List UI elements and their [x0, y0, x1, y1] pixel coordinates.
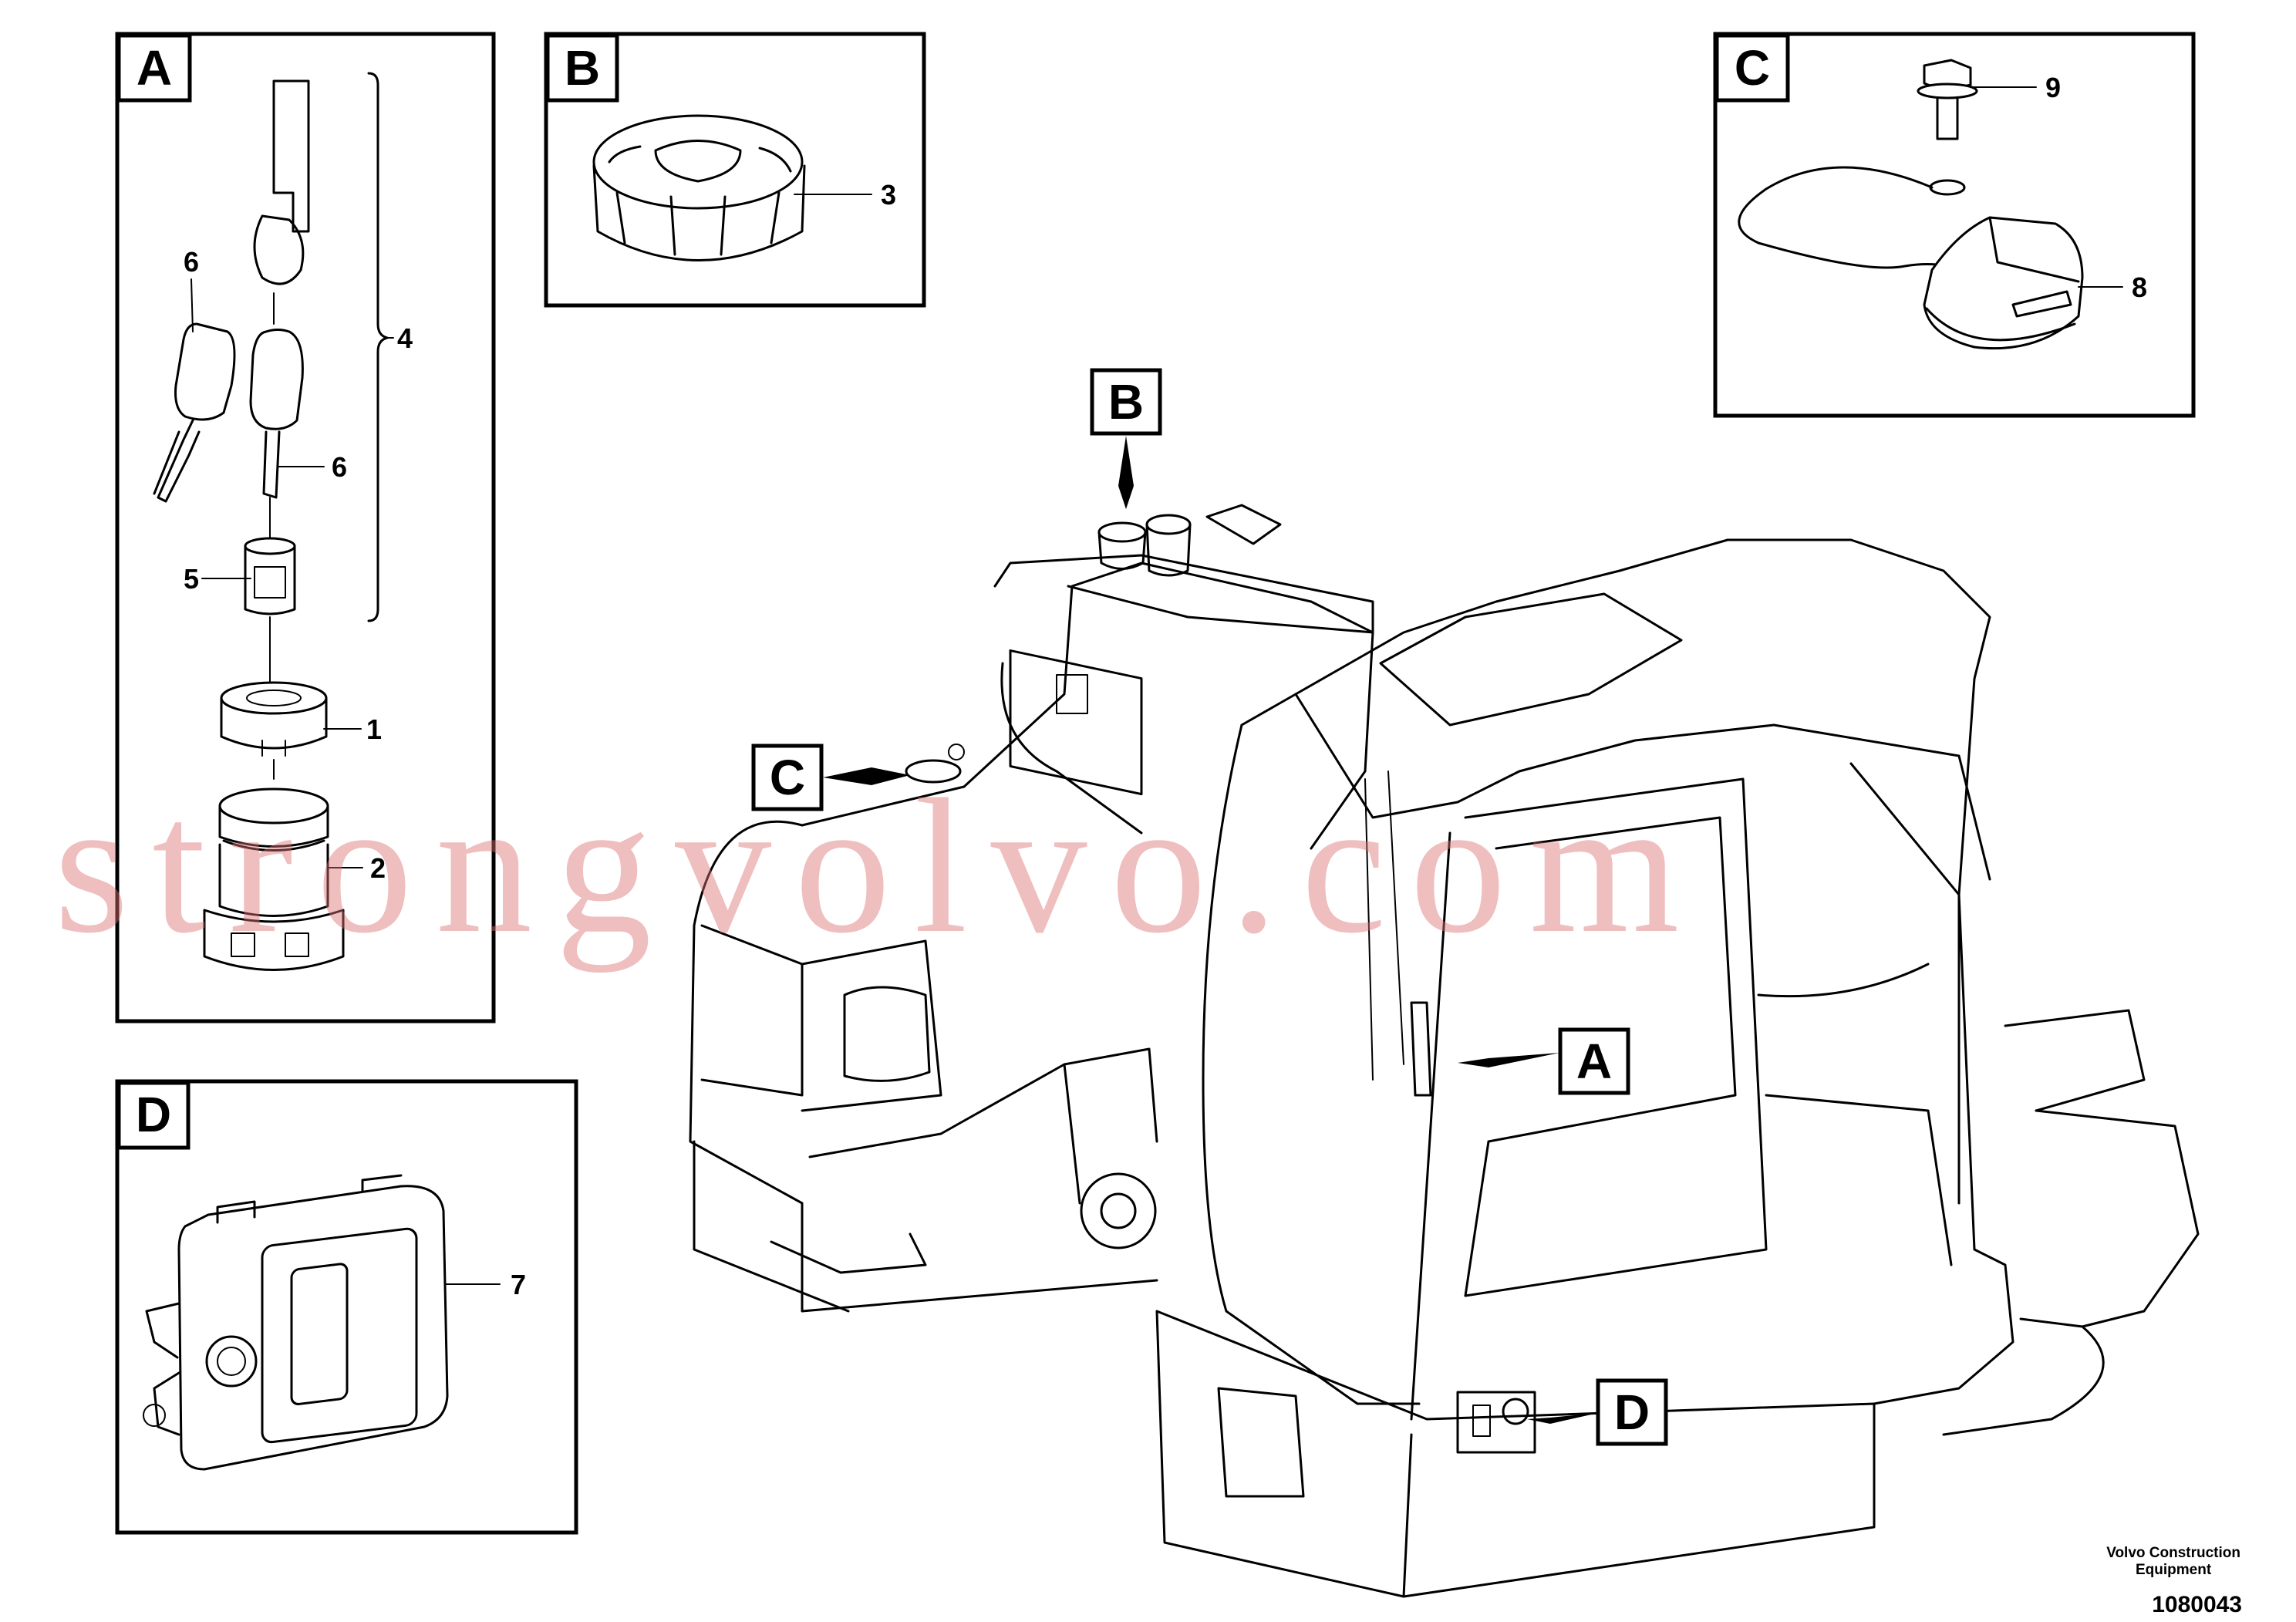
part-number-6-left: 6	[184, 246, 199, 278]
detail-b-panel: B	[544, 32, 926, 308]
marker-c-label: C	[770, 750, 805, 805]
part-number-5: 5	[184, 563, 199, 595]
strap-drawing	[1738, 166, 1966, 269]
detail-a-panel: A	[115, 32, 496, 1023]
detail-d-label: D	[136, 1087, 171, 1142]
fuel-cap-drawing	[592, 114, 806, 261]
part-number-7: 7	[511, 1269, 526, 1300]
marker-c: C	[751, 744, 910, 811]
marker-a-label: A	[1576, 1034, 1612, 1089]
part-number-1: 1	[366, 713, 382, 745]
callout-7: 7	[445, 1269, 526, 1300]
part-number-9: 9	[2045, 72, 2061, 103]
machine-door-lock	[1456, 1391, 1536, 1454]
callout-4: 4	[386, 322, 413, 354]
callout-3: 3	[794, 179, 896, 211]
detail-c-panel: C	[1713, 32, 2196, 418]
lock-housing-drawing	[203, 787, 345, 971]
credit-line-2: Equipment	[2136, 1562, 2212, 1578]
key-left-drawing	[153, 322, 236, 503]
key-right-drawing	[249, 329, 304, 541]
part-number-3: 3	[881, 179, 896, 211]
detail-c-label: C	[1735, 40, 1770, 96]
part-number-8: 8	[2132, 271, 2147, 303]
door-handle-drawing	[143, 1174, 449, 1471]
callout-6-right: 6	[277, 451, 347, 483]
marker-b: B	[1090, 368, 1162, 509]
marker-d: D	[1527, 1378, 1668, 1446]
callout-8: 8	[2078, 271, 2147, 303]
part-number-2: 2	[370, 852, 386, 884]
document-number: 1080043	[2152, 1592, 2242, 1617]
bezel-ring-drawing	[220, 681, 328, 780]
callout-6-left: 6	[184, 246, 199, 332]
cap-with-strap-drawing	[1923, 216, 2084, 350]
bolt-drawing	[1917, 59, 1978, 140]
marker-b-label: B	[1108, 374, 1144, 430]
part-number-4: 4	[397, 322, 413, 354]
machine-filler-point	[905, 744, 965, 784]
detail-a-label: A	[137, 40, 172, 96]
detail-d-panel: D	[115, 1079, 578, 1535]
callout-5: 5	[184, 563, 251, 595]
marker-d-label: D	[1614, 1384, 1650, 1440]
excavator-overview-drawing	[689, 504, 2200, 1598]
machine-fuel-cap	[1097, 504, 1282, 577]
part-number-6-right: 6	[332, 451, 347, 483]
detail-b-label: B	[565, 40, 600, 96]
key-tag-drawing	[253, 79, 310, 325]
marker-a: A	[1458, 1027, 1630, 1095]
lock-cylinder-drawing	[244, 537, 296, 695]
callout-9: 9	[1970, 72, 2061, 103]
credit-line-1: Volvo Construction	[2106, 1545, 2240, 1561]
callout-1: 1	[323, 713, 382, 745]
publisher-credit: Volvo Construction Equipment	[2106, 1545, 2240, 1579]
callout-2: 2	[327, 852, 386, 884]
